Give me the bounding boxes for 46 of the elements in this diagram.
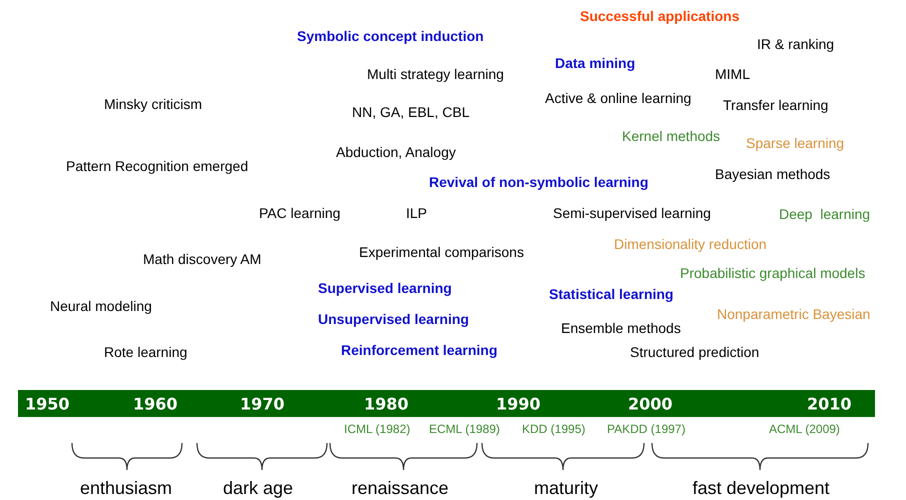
topic-label: Minsky criticism xyxy=(104,97,202,111)
topic-heading: Revival of non-symbolic learning xyxy=(429,175,648,189)
topic-label: Multi strategy learning xyxy=(367,67,504,81)
year-label: 1990 xyxy=(496,394,541,413)
year-label: 1980 xyxy=(364,394,409,413)
year-label: 2000 xyxy=(628,394,673,413)
year-label: 1960 xyxy=(133,394,178,413)
topic-heading: Data mining xyxy=(555,56,636,70)
topic-label: Kernel methods xyxy=(622,129,720,143)
topic-label: Deep learning xyxy=(779,207,870,221)
era-label: maturity xyxy=(534,479,598,497)
topic-heading: Statistical learning xyxy=(549,287,674,301)
era-label: enthusiasm xyxy=(80,479,172,497)
topic-label: PAC learning xyxy=(259,206,340,220)
topic-label: Experimental comparisons xyxy=(359,245,524,259)
topic-label: IR & ranking xyxy=(757,37,834,51)
topic-label: Transfer learning xyxy=(723,98,828,112)
topic-label: MIML xyxy=(715,67,750,81)
topic-label: ILP xyxy=(406,206,428,220)
era-label: dark age xyxy=(222,479,294,497)
timeline-bar xyxy=(18,390,875,417)
topic-label: Math discovery AM xyxy=(143,252,262,266)
topic-heading: Unsupervised learning xyxy=(318,312,469,326)
topic-label: Structured prediction xyxy=(630,345,760,359)
topic-label: Dimensionality reduction xyxy=(614,237,767,251)
topic-label: Sparse learning xyxy=(746,136,844,150)
topic-label: Bayesian methods xyxy=(715,167,830,181)
topic-heading: Successful applications xyxy=(580,9,740,23)
topic-heading: Supervised learning xyxy=(318,281,452,295)
topic-label: Rote learning xyxy=(104,345,188,359)
era-label: fast development xyxy=(692,479,830,497)
topic-label: Active & online learning xyxy=(545,91,692,105)
topic-label: Nonparametric Bayesian xyxy=(717,307,870,321)
topic-label: NN, GA, EBL, CBL xyxy=(352,105,470,119)
topic-label: Semi-supervised learning xyxy=(553,206,711,220)
topic-heading: Reinforcement learning xyxy=(341,343,498,357)
year-label: 1950 xyxy=(25,394,70,413)
topic-label: Pattern Recognition emerged xyxy=(66,159,248,173)
topic-label: Abduction, Analogy xyxy=(336,145,456,159)
topic-label: Ensemble methods xyxy=(561,321,681,335)
topic-label: Neural modeling xyxy=(50,299,152,313)
topic-label: Probabilistic graphical models xyxy=(680,266,866,280)
year-label: 1970 xyxy=(240,394,285,413)
year-label: 2010 xyxy=(807,394,852,413)
era-label: renaissance xyxy=(351,479,449,497)
topic-heading: Symbolic concept induction xyxy=(297,29,484,43)
